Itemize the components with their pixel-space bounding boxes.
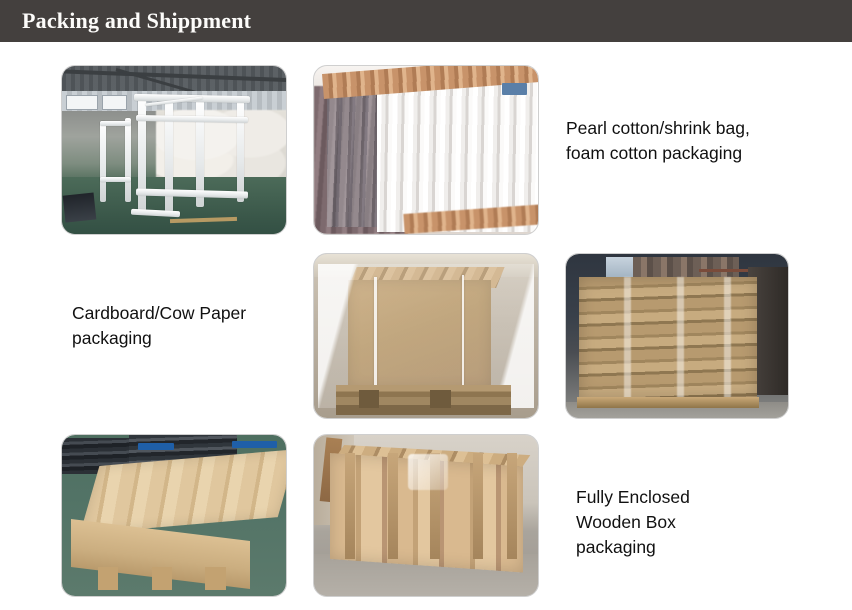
blue-marking-strip — [232, 441, 278, 449]
crate-rib — [506, 452, 517, 559]
caption-wooden-box: Fully Enclosed Wooden Box packaging — [576, 487, 690, 557]
crate-foot — [151, 567, 172, 590]
blue-wall-label — [502, 82, 527, 95]
rack-crossbar — [100, 176, 132, 182]
caption-cardboard: Cardboard/Cow Paper packaging — [72, 303, 247, 348]
wall-sign-right — [102, 94, 127, 110]
crate-rib — [430, 452, 441, 559]
photo-metal-racks[interactable] — [61, 65, 287, 235]
crate-rib — [387, 452, 398, 559]
carton-stack — [579, 276, 757, 399]
photo-cardboard-pallet[interactable] — [313, 253, 539, 419]
crate-rib — [345, 452, 356, 559]
packing-gallery: Pearl cotton/shrink bag, foam cotton pac… — [0, 42, 852, 610]
green-factory-floor — [62, 176, 286, 234]
caption-pearl-cotton: Pearl cotton/shrink bag, foam cotton pac… — [566, 118, 750, 163]
wall-sign-left — [66, 94, 98, 110]
pallet-block — [358, 390, 379, 409]
rack-crossbar — [100, 121, 132, 127]
rack-upright — [236, 101, 244, 203]
crate-foot — [205, 567, 226, 590]
section-header-bar: Packing and Shippment — [0, 0, 852, 42]
packing-material-bales — [156, 109, 286, 191]
inner-protective-film — [408, 454, 449, 490]
photo-stacked-cartons[interactable] — [565, 253, 789, 419]
rack-upright — [196, 99, 204, 208]
pallet-block — [430, 390, 451, 409]
rack-upright — [124, 118, 131, 203]
rack-upright — [100, 121, 106, 203]
page-title: Packing and Shippment — [22, 8, 252, 33]
crate-foot — [97, 567, 118, 590]
stretch-film-band — [623, 276, 631, 399]
rack-upright — [165, 97, 173, 213]
rack-upright — [138, 96, 146, 214]
crate-rib — [473, 452, 484, 559]
protective-plastic-film — [318, 263, 534, 409]
blue-marking-strip — [138, 443, 174, 451]
photo-shrink-wrapped-panels[interactable] — [313, 65, 539, 235]
stretch-film-band — [677, 276, 684, 399]
stretch-film-band — [723, 276, 731, 399]
photo-enclosed-wooden-crate[interactable] — [313, 434, 539, 597]
dark-pallet-left — [62, 192, 97, 223]
wooden-base-skid — [577, 396, 760, 409]
photo-plywood-crate[interactable] — [61, 434, 287, 597]
